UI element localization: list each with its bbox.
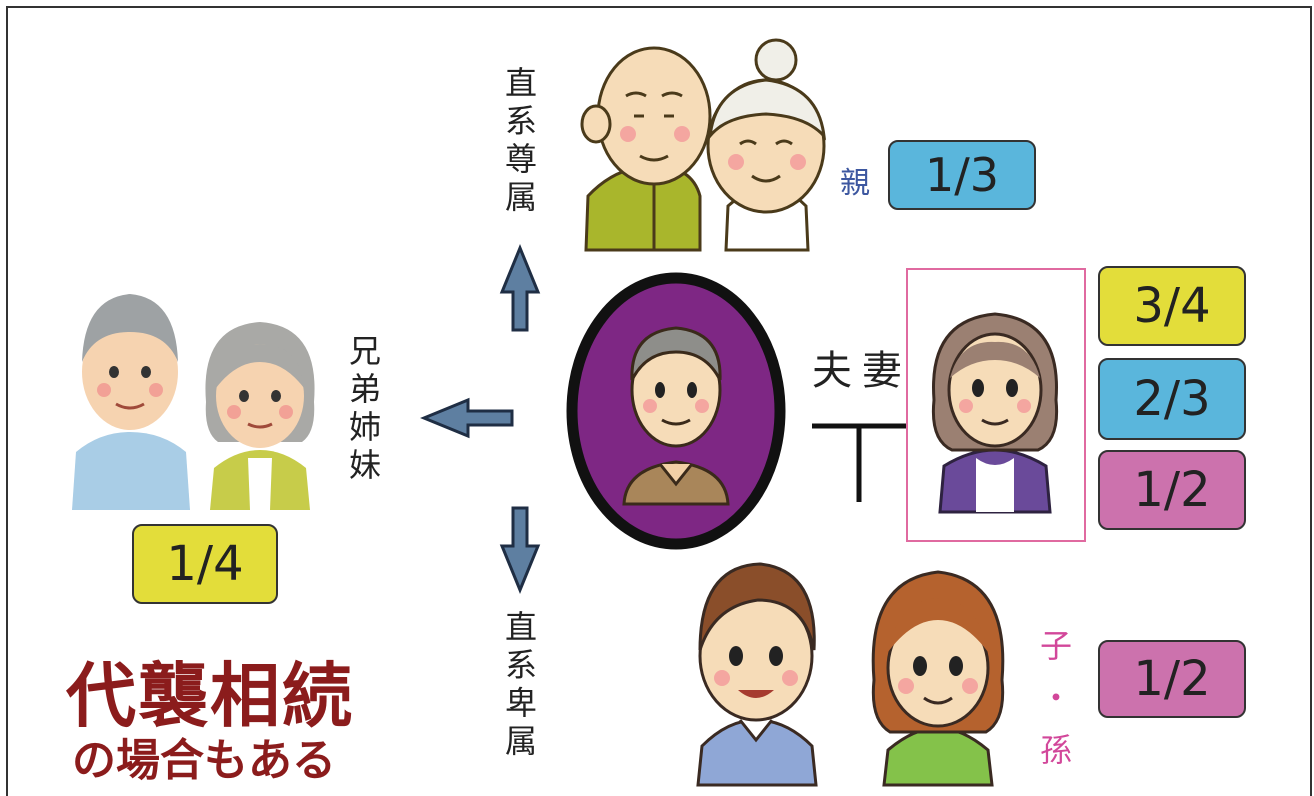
arrow-left-icon — [420, 397, 514, 439]
arrow-up-icon — [499, 244, 541, 332]
siblings-share-badge: 1/4 — [132, 524, 278, 604]
representation-inheritance-subtitle: の場合もある — [72, 735, 336, 786]
children-label-grandchild: 孫 — [1039, 731, 1072, 769]
representation-inheritance-title: 代襲相続 — [66, 654, 354, 737]
spouse-label: 夫妻 — [812, 348, 912, 394]
spouse-share-parents-badge: 2/3 — [1098, 358, 1246, 440]
parents-label: 親 — [840, 166, 870, 201]
arrow-down-icon — [499, 506, 541, 594]
grandparents-illustration — [580, 38, 827, 252]
spouse-illustration — [931, 312, 1059, 514]
siblings-label: 兄弟姉妹 — [344, 334, 382, 486]
children-label-dot: ・ — [1039, 679, 1072, 717]
spouse-share-children-badge: 1/2 — [1098, 450, 1246, 530]
children-share-badge: 1/2 — [1098, 640, 1246, 718]
parents-share-badge: 1/3 — [888, 140, 1036, 210]
spouse-share-siblings-badge: 3/4 — [1098, 266, 1246, 346]
children-illustration — [696, 562, 1005, 787]
siblings-illustration — [72, 294, 315, 510]
children-label-child: 子 — [1039, 627, 1072, 665]
deceased-illustration — [566, 272, 786, 550]
marriage-connector — [812, 423, 906, 502]
spouse-frame — [906, 268, 1086, 542]
diagram-frame — [6, 6, 1312, 796]
descendant-label: 直系卑属 — [500, 610, 538, 762]
children-label: 子 ・ 孫 — [1036, 620, 1076, 776]
ascendant-label: 直系尊属 — [500, 66, 538, 218]
